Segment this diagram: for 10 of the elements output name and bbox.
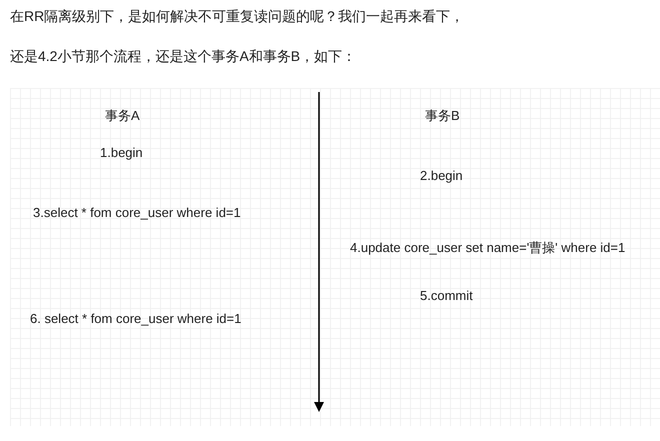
step-text: 1.begin xyxy=(100,145,143,161)
intro-text: 还是4.2小节那个流程，还是这个事务A和事务B，如下： xyxy=(10,48,356,64)
step-text: 5.commit xyxy=(420,288,473,304)
step-text: 4.update core_user set name='曹操' where id=1 xyxy=(350,240,626,256)
step-text: 6. select * fom core_user where id=1 xyxy=(30,311,242,327)
column-heading: 事务B xyxy=(425,108,460,124)
step-text: 2.begin xyxy=(420,168,463,184)
step-text: 3.select * fom core_user where id=1 xyxy=(33,205,241,221)
intro-text: 在RR隔离级别下，是如何解决不可重复读问题的呢？我们一起再来看下， xyxy=(10,8,464,24)
column-heading: 事务A xyxy=(105,108,140,124)
